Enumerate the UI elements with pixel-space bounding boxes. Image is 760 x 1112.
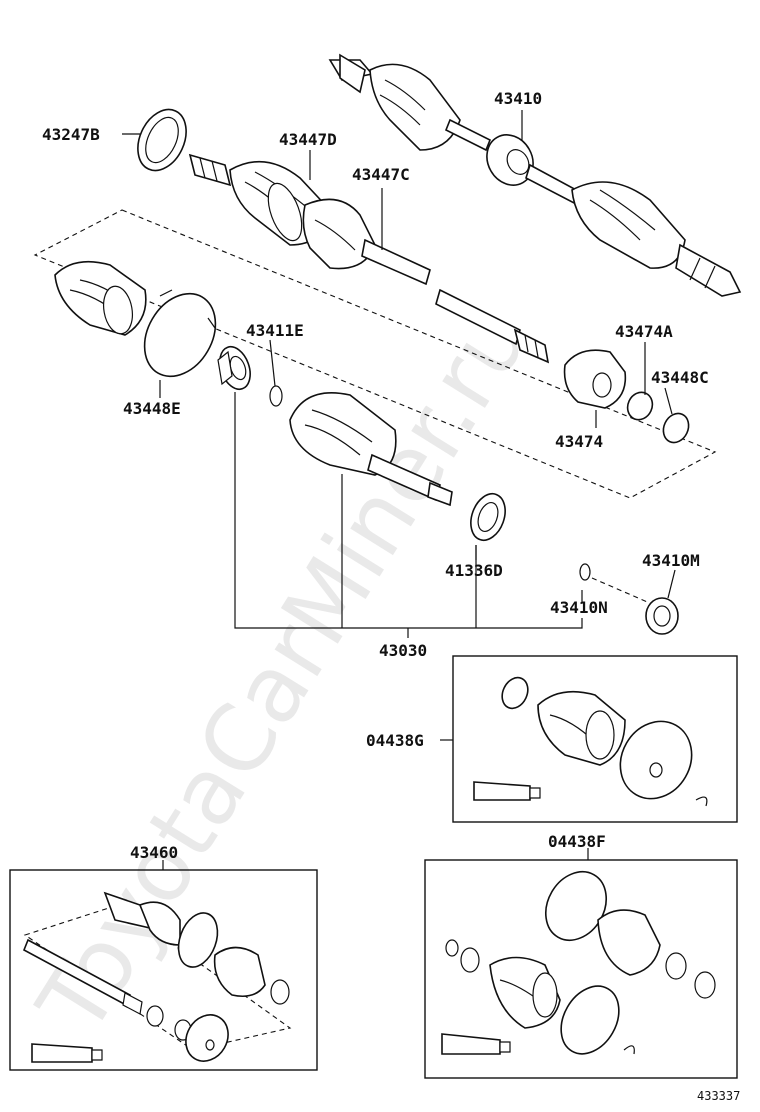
kit-box-04438F[interactable] — [424, 859, 738, 1079]
label-43030: 43030 — [379, 641, 427, 660]
label-43448E: 43448E — [123, 399, 181, 418]
label-43447D: 43447D — [279, 130, 337, 149]
label-43410M: 43410M — [642, 551, 700, 570]
leader-43410N-M — [591, 577, 653, 605]
snap-ring-43410N[interactable] — [579, 563, 591, 581]
bearing-43411E[interactable] — [214, 343, 255, 394]
ring-41336D[interactable] — [465, 489, 511, 545]
label-43410N: 43410N — [550, 598, 608, 617]
label-04438F: 04438F — [548, 832, 606, 851]
label-43410: 43410 — [494, 89, 542, 108]
drive-shaft-assembly-43410[interactable] — [328, 53, 742, 297]
diagram-id: 433337 — [697, 1089, 740, 1103]
label-43411E: 43411E — [246, 321, 304, 340]
snap-ring-small[interactable] — [269, 385, 283, 407]
kit-04438F-parts[interactable] — [441, 861, 716, 1064]
clamp-43448E[interactable] — [130, 281, 229, 389]
label-43448C: 43448C — [651, 368, 709, 387]
watermark: ToyotaCarMiner.ru — [17, 288, 550, 1052]
kit-43460-inner-boundary — [23, 904, 292, 1051]
leaders-43030 — [234, 392, 583, 638]
label-leaders — [122, 110, 676, 602]
label-41336D: 41336D — [445, 561, 503, 580]
clamp-43474A[interactable] — [623, 388, 657, 424]
kit-04438G-parts[interactable] — [473, 673, 708, 811]
damper-43474[interactable] — [563, 349, 627, 409]
inboard-joint[interactable] — [289, 391, 453, 507]
kit-boundary-middle — [33, 209, 717, 499]
label-43474A: 43474A — [615, 322, 673, 341]
boot-inner-left[interactable] — [54, 260, 147, 336]
clamp-43448C[interactable] — [659, 409, 693, 446]
label-04438G: 04438G — [366, 731, 424, 750]
kit-box-04438G[interactable] — [452, 655, 738, 823]
ring-43247B[interactable] — [129, 102, 196, 179]
shaft-with-boots[interactable] — [188, 153, 550, 364]
label-43447C: 43447C — [352, 165, 410, 184]
label-43247B: 43247B — [42, 125, 100, 144]
seal-43410M[interactable] — [645, 597, 679, 635]
label-43474: 43474 — [555, 432, 603, 451]
kit-43460-parts[interactable] — [22, 891, 290, 1069]
label-43460: 43460 — [130, 843, 178, 862]
